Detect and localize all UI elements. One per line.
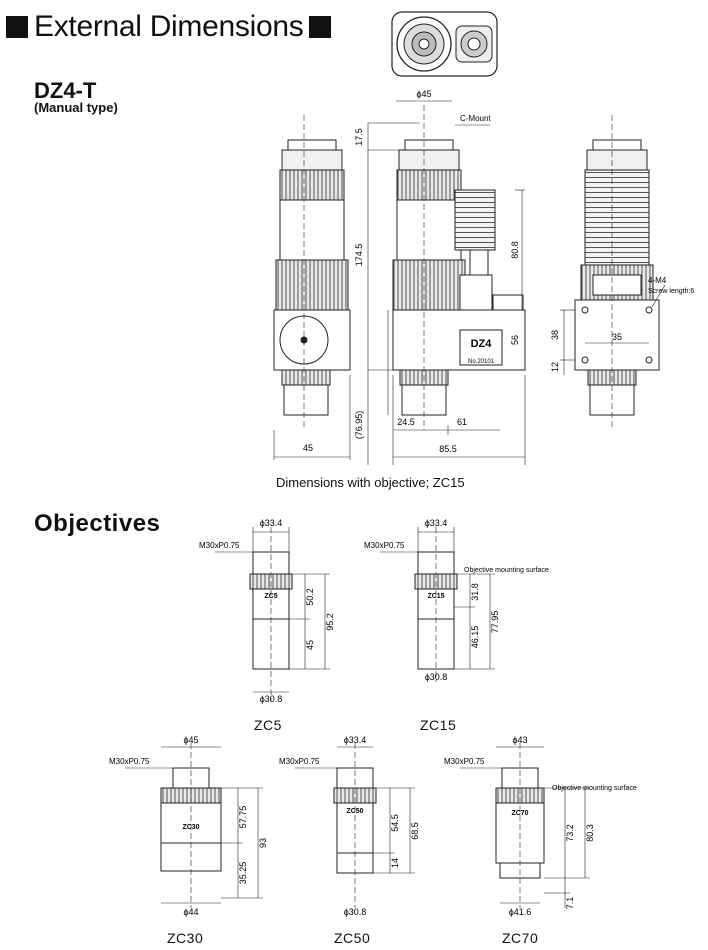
zc70-thread: M30xP0.75: [444, 757, 485, 766]
dim-35-text: 35: [612, 332, 622, 342]
zc30-drawing: ZC30 ϕ45 M30xP0.75 57.75 35.25 93 ϕ44: [109, 735, 268, 917]
zc5-d2: 45: [305, 640, 315, 650]
page-title: External Dimensions: [34, 10, 304, 43]
dim-56-text: 56: [510, 335, 520, 345]
zc50-total: 68.5: [410, 822, 420, 840]
header-square-icon: [309, 16, 332, 38]
model-type: (Manual type): [34, 100, 118, 115]
zc50-badge: ZC50: [346, 808, 363, 815]
zc50-d1: 54.5: [390, 814, 400, 832]
cmount-text: C-Mount: [460, 114, 491, 123]
drawing-caption: Dimensions with objective; ZC15: [276, 475, 465, 490]
zc5-d1: 50.2: [305, 588, 315, 606]
zc5-badge: ZC5: [264, 593, 277, 600]
dim-80-8-text: 80.8: [510, 241, 520, 259]
dim-phi45-text: ϕ45: [416, 89, 431, 99]
zc50-label: ZC50: [334, 930, 371, 946]
zc5-thread: M30xP0.75: [199, 541, 240, 550]
top-view-drawing: [391, 11, 498, 77]
screw-length-text: Screw length:6: [648, 288, 694, 295]
objectives-title: Objectives: [34, 510, 161, 537]
zc15-top-dia: ϕ33.4: [425, 518, 448, 528]
zc30-bottom-dia: ϕ44: [183, 907, 198, 917]
dim-61-text: 61: [457, 417, 467, 427]
serial-text: No.20101: [468, 359, 495, 365]
zc70-top-dia: ϕ43: [512, 735, 527, 745]
header-square-icon: [6, 16, 28, 38]
front-view: [273, 115, 351, 460]
zc30-badge: ZC30: [182, 824, 199, 831]
m4-text: 4-M4: [648, 276, 667, 285]
model-name: DZ4-T: [34, 78, 97, 103]
dz4-dimension-drawing: 45 DZ4 No.20101 ϕ45 C-Mount: [273, 89, 694, 465]
section-header: External Dimensions: [6, 10, 332, 44]
zc15-thread: M30xP0.75: [364, 541, 405, 550]
dim-76-95-text: (76.95): [354, 411, 364, 440]
zc30-label: ZC30: [167, 930, 204, 946]
zc5-top-dia: ϕ33.4: [260, 518, 283, 528]
zc50-bottom-dia: ϕ30.8: [344, 907, 367, 917]
dim-17-5-text: 17.5: [354, 128, 364, 146]
zc30-d2: 35.25: [238, 862, 248, 885]
zc15-d1: 31.8: [470, 583, 480, 601]
zc30-thread: M30xP0.75: [109, 757, 150, 766]
zc70-label: ZC70: [502, 930, 539, 946]
zc50-d2: 14: [390, 858, 400, 868]
dz4-badge-text: DZ4: [471, 338, 493, 350]
zc70-drawing: ZC70 ϕ43 M30xP0.75 Objective mounting su…: [444, 735, 637, 917]
zc15-d2: 46.15: [470, 626, 480, 649]
zc15-surface: Objective mounting surface: [464, 567, 549, 574]
zc70-total: 80.3: [585, 824, 595, 842]
zc30-d1: 57.75: [238, 806, 248, 829]
zc70-d2: 7.1: [565, 897, 575, 910]
zc70-surface: Objective mounting surface: [552, 785, 637, 792]
zc15-total: 77.95: [490, 611, 500, 634]
zc70-bottom-dia: ϕ41.6: [509, 907, 532, 917]
zc50-top-dia: ϕ33.4: [344, 735, 367, 745]
zc70-badge: ZC70: [511, 810, 528, 817]
zc15-bottom-dia: ϕ30.8: [425, 672, 448, 682]
zc30-top-dia: ϕ45: [183, 735, 198, 745]
zc50-drawing: ZC50 ϕ33.4 M30xP0.75 54.5 14 68.5 ϕ30.8: [279, 735, 420, 917]
zc15-badge: ZC15: [427, 593, 444, 600]
dim-174-5-text: 174.5: [354, 244, 364, 267]
dim-45-text: 45: [303, 443, 313, 453]
zc30-total: 93: [258, 838, 268, 848]
zc70-d1: 73.2: [565, 824, 575, 842]
dim-38-text: 38: [550, 330, 560, 340]
zc50-thread: M30xP0.75: [279, 757, 320, 766]
back-view: [574, 115, 660, 430]
zc5-bottom-dia: ϕ30.8: [260, 694, 283, 704]
dim-24-5-text: 24.5: [397, 417, 415, 427]
dim-12-text: 12: [550, 362, 560, 372]
zc5-label: ZC5: [254, 717, 282, 733]
zc15-label: ZC15: [420, 717, 457, 733]
zc5-total: 95.2: [325, 613, 335, 631]
zc5-drawing: ZC5 ϕ33.4 M30xP0.75 50.2 45 95.2 ϕ30.8: [199, 518, 335, 704]
dim-85-5-text: 85.5: [439, 444, 457, 454]
zc15-drawing: ZC15 ϕ33.4 M30xP0.75 Objective mounting …: [364, 518, 549, 682]
side-view: [392, 105, 526, 430]
